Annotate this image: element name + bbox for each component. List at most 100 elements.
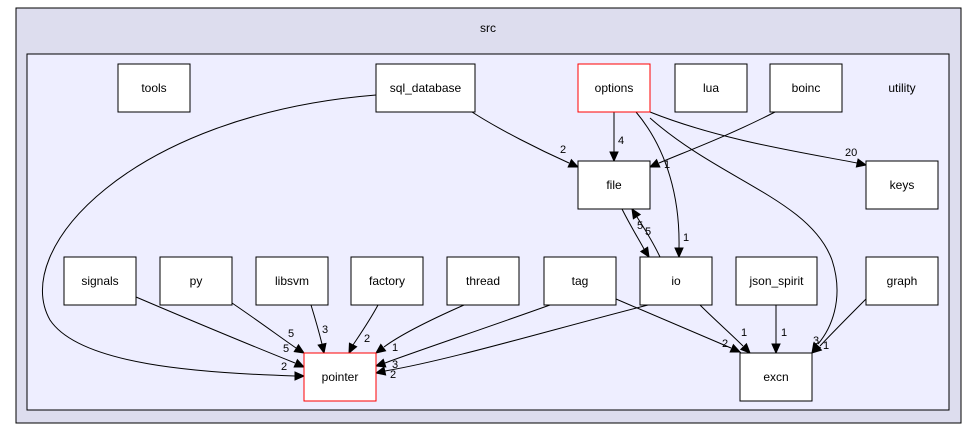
node-label-tools: tools bbox=[141, 81, 166, 95]
edge-label-json_spirit-excn: 1 bbox=[781, 327, 787, 339]
edge-line-graph-excn bbox=[819, 298, 867, 347]
node-tag[interactable]: tag bbox=[543, 256, 617, 306]
edge-label-io-excn: 1 bbox=[741, 327, 747, 339]
edge-line-boinc-file bbox=[658, 111, 776, 164]
edge-boinc-file[interactable]: 1 bbox=[648, 111, 776, 171]
edge-factory-pointer[interactable]: 2 bbox=[348, 304, 379, 355]
edge-line-options-keys bbox=[649, 111, 858, 164]
edge-sql_database-pointer[interactable]: 2 bbox=[41, 94, 377, 381]
edge-line-io-pointer bbox=[384, 304, 649, 372]
node-sql_database[interactable]: sql_database bbox=[375, 63, 476, 113]
node-box-keys[interactable] bbox=[865, 160, 939, 210]
node-boinc[interactable]: boinc bbox=[769, 63, 843, 113]
node-lua[interactable]: lua bbox=[674, 63, 748, 113]
cluster-utility-label: utility bbox=[888, 81, 915, 95]
node-box-libsvm[interactable] bbox=[255, 256, 329, 306]
arrowhead-sql_database-file bbox=[567, 158, 580, 168]
arrowhead-libsvm-pointer bbox=[317, 342, 327, 355]
node-label-pointer: pointer bbox=[322, 370, 359, 384]
edge-label-tag-excn: 2 bbox=[722, 338, 728, 350]
node-libsvm[interactable]: libsvm bbox=[255, 256, 329, 306]
edge-line-py-pointer bbox=[231, 302, 297, 349]
edge-py-pointer[interactable]: 5 bbox=[231, 302, 306, 354]
node-box-pointer[interactable] bbox=[303, 352, 377, 402]
edge-line-signals-pointer bbox=[135, 296, 296, 364]
edge-io-excn[interactable]: 1 bbox=[699, 304, 751, 354]
arrowhead-graph-excn bbox=[811, 343, 823, 354]
edge-signals-pointer[interactable]: 5 bbox=[135, 296, 306, 368]
node-label-factory: factory bbox=[369, 274, 405, 288]
cluster-utility[interactable] bbox=[26, 53, 950, 411]
node-options[interactable]: options bbox=[577, 63, 651, 113]
edge-label-sql_database-file: 2 bbox=[560, 144, 566, 156]
arrowhead-io-excn bbox=[739, 342, 751, 354]
node-box-signals[interactable] bbox=[63, 256, 137, 306]
node-io[interactable]: io bbox=[639, 256, 713, 306]
arrowhead-tag-pointer bbox=[374, 358, 387, 368]
edge-tag-pointer[interactable]: 3 bbox=[374, 304, 551, 371]
node-label-file: file bbox=[606, 178, 622, 192]
node-label-libsvm: libsvm bbox=[275, 274, 309, 288]
node-box-py[interactable] bbox=[159, 256, 233, 306]
edge-options-keys[interactable]: 20 bbox=[649, 111, 868, 168]
edge-label-thread-pointer: 1 bbox=[392, 342, 398, 354]
edge-line-libsvm-pointer bbox=[310, 304, 323, 345]
node-box-graph[interactable] bbox=[865, 256, 939, 306]
edge-label-sql_database-pointer: 2 bbox=[281, 361, 287, 373]
node-label-graph: graph bbox=[887, 274, 918, 288]
node-pointer[interactable]: pointer bbox=[303, 352, 377, 402]
arrowhead-signals-pointer bbox=[293, 358, 306, 368]
edge-graph-excn[interactable]: 1 bbox=[811, 298, 867, 354]
node-label-options: options bbox=[595, 81, 634, 95]
edge-options-file[interactable]: 4 bbox=[609, 112, 624, 163]
node-label-excn: excn bbox=[763, 370, 788, 384]
node-label-py: py bbox=[190, 274, 203, 288]
node-box-file[interactable] bbox=[577, 160, 651, 210]
node-box-thread[interactable] bbox=[446, 256, 520, 306]
arrowhead-factory-pointer bbox=[348, 342, 358, 355]
node-box-boinc[interactable] bbox=[769, 63, 843, 113]
edge-libsvm-pointer[interactable]: 3 bbox=[310, 304, 328, 355]
node-file[interactable]: file bbox=[577, 160, 651, 210]
edge-line-tag-excn bbox=[615, 298, 732, 349]
arrowhead-options-keys bbox=[855, 158, 868, 168]
node-label-boinc: boinc bbox=[792, 81, 821, 95]
edge-label-options-file: 4 bbox=[618, 135, 624, 147]
node-py[interactable]: py bbox=[159, 256, 233, 306]
node-label-lua: lua bbox=[703, 81, 719, 95]
node-box-tools[interactable] bbox=[117, 63, 191, 113]
cluster-src-label: src bbox=[480, 21, 496, 35]
edge-label-options-keys: 20 bbox=[845, 147, 857, 159]
node-box-excn[interactable] bbox=[739, 352, 813, 402]
edge-io-file[interactable]: 5 bbox=[631, 207, 661, 258]
edge-thread-pointer[interactable]: 1 bbox=[375, 304, 465, 354]
node-signals[interactable]: signals bbox=[63, 256, 137, 306]
node-box-options[interactable] bbox=[577, 63, 651, 113]
node-box-sql_database[interactable] bbox=[375, 63, 476, 113]
node-box-io[interactable] bbox=[639, 256, 713, 306]
node-json_spirit[interactable]: json_spirit bbox=[735, 256, 818, 306]
edge-label-options-excn: 3 bbox=[813, 335, 819, 347]
arrowhead-boinc-file bbox=[648, 158, 661, 168]
edge-json_spirit-excn[interactable]: 1 bbox=[771, 305, 787, 355]
edge-file-io[interactable]: 5 bbox=[621, 208, 650, 259]
edge-sql_database-file[interactable]: 2 bbox=[471, 111, 580, 168]
node-thread[interactable]: thread bbox=[446, 256, 520, 306]
arrowhead-sql_database-pointer bbox=[294, 371, 306, 381]
edge-io-pointer[interactable]: 2 bbox=[374, 304, 649, 381]
node-label-io: io bbox=[671, 274, 681, 288]
node-box-factory[interactable] bbox=[350, 256, 424, 306]
node-graph[interactable]: graph bbox=[865, 256, 939, 306]
node-factory[interactable]: factory bbox=[350, 256, 424, 306]
node-box-tag[interactable] bbox=[543, 256, 617, 306]
node-keys[interactable]: keys bbox=[865, 160, 939, 210]
edge-label-io-pointer: 2 bbox=[390, 369, 396, 381]
node-box-lua[interactable] bbox=[674, 63, 748, 113]
edge-tag-excn[interactable]: 2 bbox=[615, 298, 742, 353]
edge-label-file-io: 5 bbox=[637, 220, 643, 232]
node-box-json_spirit[interactable] bbox=[735, 256, 818, 306]
node-excn[interactable]: excn bbox=[739, 352, 813, 402]
node-tools[interactable]: tools bbox=[117, 63, 191, 113]
edge-options-io[interactable]: 1 bbox=[635, 111, 689, 259]
